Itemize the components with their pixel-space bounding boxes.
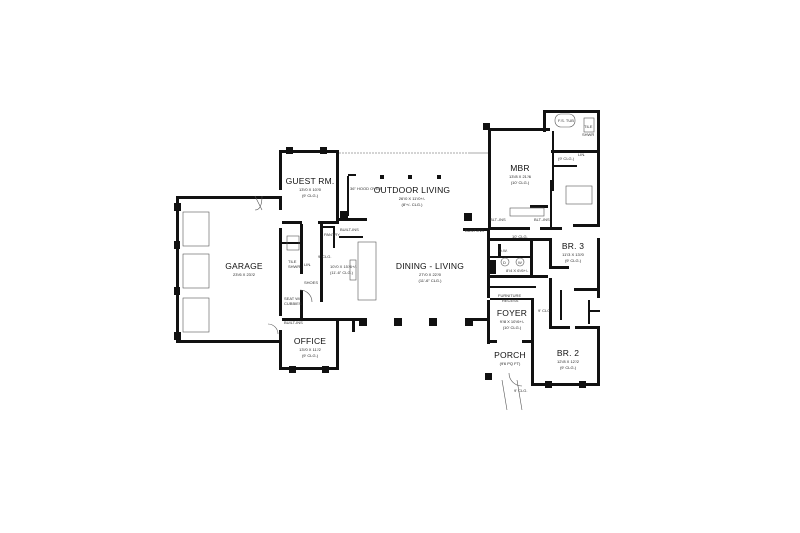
room-dining-living: DINING - LIVING 27'/0 X 22'/0 (11'-6" CL… — [396, 261, 464, 283]
room-dimensions: 27'/0 X 22'/0 — [419, 272, 442, 277]
room-name: PORCH — [494, 350, 526, 360]
ceiling-label: (9' CLG.) — [558, 156, 575, 161]
ceiling-label: 9' CLG. — [318, 254, 331, 259]
tile-label: TILE — [584, 124, 593, 129]
tile-label: TILE — [288, 259, 297, 264]
room-ceiling: (9' CLG.) — [560, 365, 577, 370]
pantry-label: PANTRY — [324, 232, 340, 237]
dryer-label: D — [503, 260, 506, 265]
room-dimensions: 11'/3 X 13'/0 — [562, 252, 584, 257]
room-name: OUTDOOR LIVING — [374, 185, 450, 195]
kitchen-ceiling: (11'-6" CLG.) — [330, 270, 354, 275]
room-name: DINING - LIVING — [396, 261, 464, 271]
room-outdoor-living: OUTDOOR LIVING 26'/0 X 11'/0+/- (8'+/- C… — [374, 185, 450, 207]
room-ceiling: (8'+/- CLG.) — [402, 202, 424, 207]
small-labels: F.S. TUB TILE SHWR LIN. (9' CLG.) 10' CL… — [284, 118, 594, 393]
room-mbr: MBR 13'/8 X 21'/6 (10' CLG.) — [509, 163, 532, 185]
room-dimensions: 13'/0 X 11'/2 — [299, 347, 321, 352]
ceiling-label: 10' CLG. — [512, 234, 528, 239]
furniture-label: FURNITURE — [498, 293, 521, 298]
cubbies-label: CUBBIES — [284, 301, 302, 306]
room-name: GUEST RM. — [286, 176, 335, 186]
room-guest: GUEST RM. 13'/0 X 10'/0 (9' CLG.) — [286, 176, 335, 198]
room-name: MBR — [510, 163, 530, 173]
room-name: GARAGE — [225, 261, 263, 271]
utility-dimensions: 8'/4 X 6'/6+/- — [506, 268, 529, 273]
room-office: OFFICE 13'/0 X 11'/2 (9' CLG.) — [294, 336, 326, 358]
room-ceiling: (11'-6" CLG.) — [418, 278, 442, 283]
shower-label: SHWR — [582, 132, 594, 137]
room-name: FOYER — [497, 308, 527, 318]
bltins-label: BLT.-INS — [490, 217, 506, 222]
builtins-label: BUILT-INS — [465, 228, 484, 233]
recess-label: RECESS — [502, 298, 519, 303]
ceiling-label: 9' CLG. — [514, 388, 527, 393]
room-dimensions: 9'/8 X 10'/6+/- — [500, 319, 525, 324]
fixtures — [182, 113, 595, 411]
room-br2: BR. 2 12'/8 X 12'/2 (9' CLG.) — [557, 348, 580, 370]
room-ceiling: (10' CLG.) — [511, 180, 530, 185]
ceiling-label: 9' CLG. — [538, 308, 551, 313]
room-ceiling: (9' CLG.) — [302, 193, 319, 198]
room-foyer: FOYER 9'/8 X 10'/6+/- (10' CLG.) — [497, 308, 527, 330]
kitchen-dimensions: 10'/0 X 15'/6+/- — [330, 264, 357, 269]
room-name: BR. 2 — [557, 348, 579, 358]
room-ceiling: (9'6 PQ FT) — [500, 361, 521, 366]
builtins-label: BUILT-INS — [284, 320, 303, 325]
bltins-label: BLT.-INS — [534, 217, 550, 222]
fs-tub-label: F.S. TUB — [558, 118, 574, 123]
room-ceiling: (9' CLG.) — [302, 353, 319, 358]
room-porch: PORCH (9'6 PQ FT) — [494, 350, 526, 366]
room-dimensions: 13'/8 X 21'/6 — [509, 174, 532, 179]
room-dimensions: 23'/6 X 23'/2 — [233, 272, 256, 277]
seat-label: SEAT W/ — [284, 296, 301, 301]
room-ceiling: (9' CLG.) — [565, 258, 582, 263]
hood-label: 36" HOOD OVER — [350, 186, 382, 191]
linen-label: LIN. — [304, 262, 311, 267]
room-name: OFFICE — [294, 336, 326, 346]
room-garage: GARAGE 23'/6 X 23'/2 — [225, 261, 263, 277]
room-dimensions: 12'/8 X 12'/2 — [557, 359, 580, 364]
walls — [174, 110, 600, 388]
room-dimensions: 13'/0 X 10'/0 — [299, 187, 322, 192]
washer-label: W — [518, 260, 522, 265]
builtins-label: BUILT-INS — [340, 227, 359, 232]
linen-label: LIN. — [578, 152, 585, 157]
dishwasher-label: D.W. — [499, 248, 508, 253]
room-dimensions: 26'/0 X 11'/0+/- — [399, 196, 426, 201]
room-ceiling: (10' CLG.) — [503, 325, 522, 330]
shoes-label: SHOES — [304, 280, 318, 285]
room-name: BR. 3 — [562, 241, 584, 251]
shower-label: SHWR. — [288, 264, 301, 269]
room-br3: BR. 3 11'/3 X 13'/0 (9' CLG.) — [562, 241, 585, 263]
